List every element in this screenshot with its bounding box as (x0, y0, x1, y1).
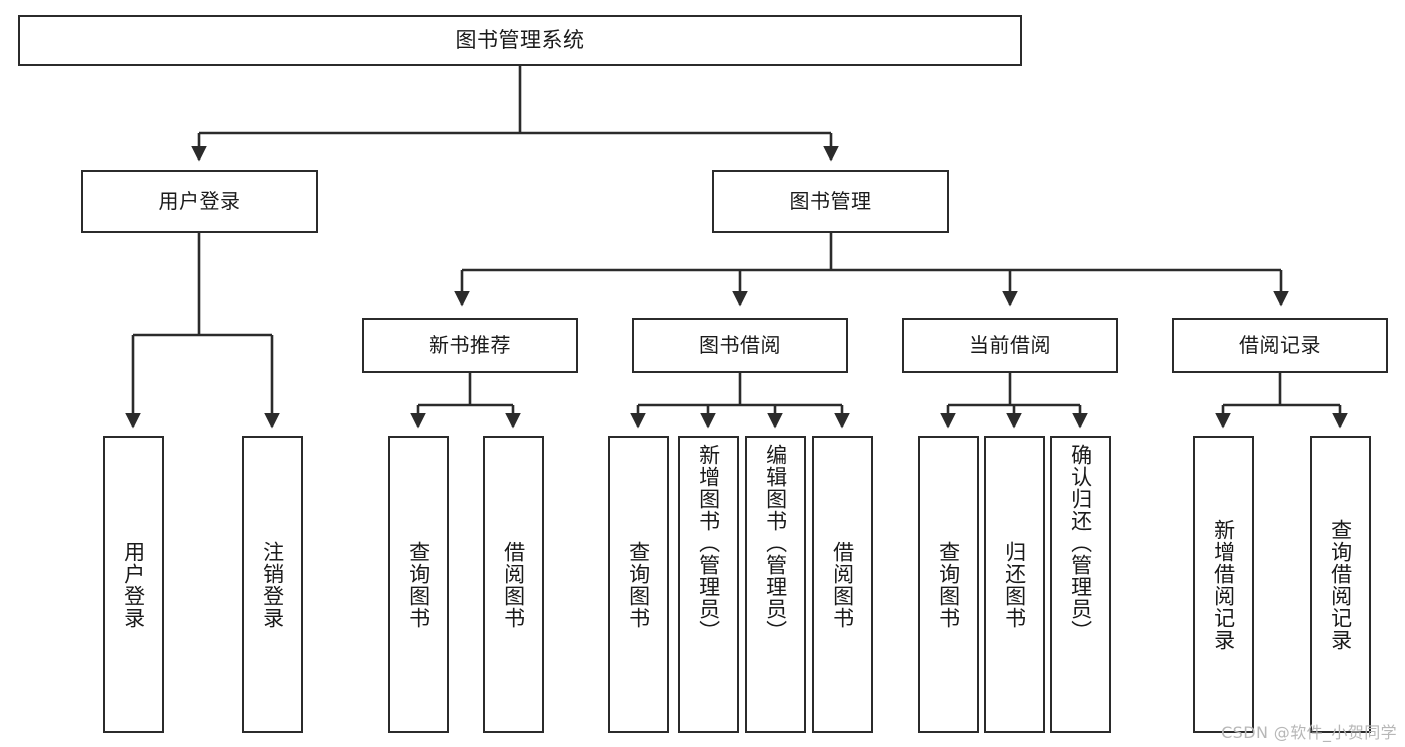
node-label: 借阅图书 (830, 540, 855, 629)
leaf-current-query-book[interactable]: 查询图书 (918, 436, 979, 733)
node-label: 查询图书 (626, 540, 651, 629)
node-label: 新增图书（管理员） (696, 444, 721, 642)
node-current-borrow[interactable]: 当前借阅 (902, 318, 1118, 373)
node-label: 当前借阅 (969, 332, 1051, 357)
leaf-current-confirm-return-admin[interactable]: 确认归还（管理员） (1050, 436, 1111, 733)
node-label: 查询图书 (936, 540, 961, 629)
node-label: 新书推荐 (429, 332, 511, 357)
node-book-borrow[interactable]: 图书借阅 (632, 318, 848, 373)
node-label: 用户登录 (121, 540, 146, 629)
node-label: 图书借阅 (699, 332, 781, 357)
leaf-borrow-query-book[interactable]: 查询图书 (608, 436, 669, 733)
leaf-borrow-add-book-admin[interactable]: 新增图书（管理员） (678, 436, 739, 733)
leaf-borrow-edit-book-admin[interactable]: 编辑图书（管理员） (745, 436, 806, 733)
leaf-record-query-record[interactable]: 查询借阅记录 (1310, 436, 1371, 733)
node-new-book-recommend[interactable]: 新书推荐 (362, 318, 578, 373)
leaf-user-logout[interactable]: 注销登录 (242, 436, 303, 733)
node-book-management[interactable]: 图书管理 (712, 170, 949, 233)
node-label: 查询借阅记录 (1328, 518, 1353, 651)
node-label: 新增借阅记录 (1211, 518, 1236, 651)
node-label: 借阅记录 (1239, 332, 1321, 357)
watermark: CSDN @软件_小贺同学 (1221, 723, 1397, 742)
node-label: 查询图书 (406, 540, 431, 629)
leaf-record-add-record[interactable]: 新增借阅记录 (1193, 436, 1254, 733)
leaf-current-return-book[interactable]: 归还图书 (984, 436, 1045, 733)
node-borrow-record[interactable]: 借阅记录 (1172, 318, 1388, 373)
node-label: 图书管理 (789, 188, 872, 213)
node-user-login[interactable]: 用户登录 (81, 170, 318, 233)
leaf-recommend-query-book[interactable]: 查询图书 (388, 436, 449, 733)
node-label: 图书管理系统 (455, 28, 585, 53)
node-label: 确认归还（管理员） (1068, 444, 1093, 642)
node-label: 注销登录 (260, 540, 285, 629)
node-label: 归还图书 (1002, 540, 1027, 629)
leaf-user-login[interactable]: 用户登录 (103, 436, 164, 733)
leaf-recommend-borrow-book[interactable]: 借阅图书 (483, 436, 544, 733)
node-root-system[interactable]: 图书管理系统 (18, 15, 1022, 66)
node-label: 借阅图书 (501, 540, 526, 629)
node-label: 用户登录 (158, 188, 241, 213)
leaf-borrow-borrow-book[interactable]: 借阅图书 (812, 436, 873, 733)
node-label: 编辑图书（管理员） (763, 444, 788, 642)
